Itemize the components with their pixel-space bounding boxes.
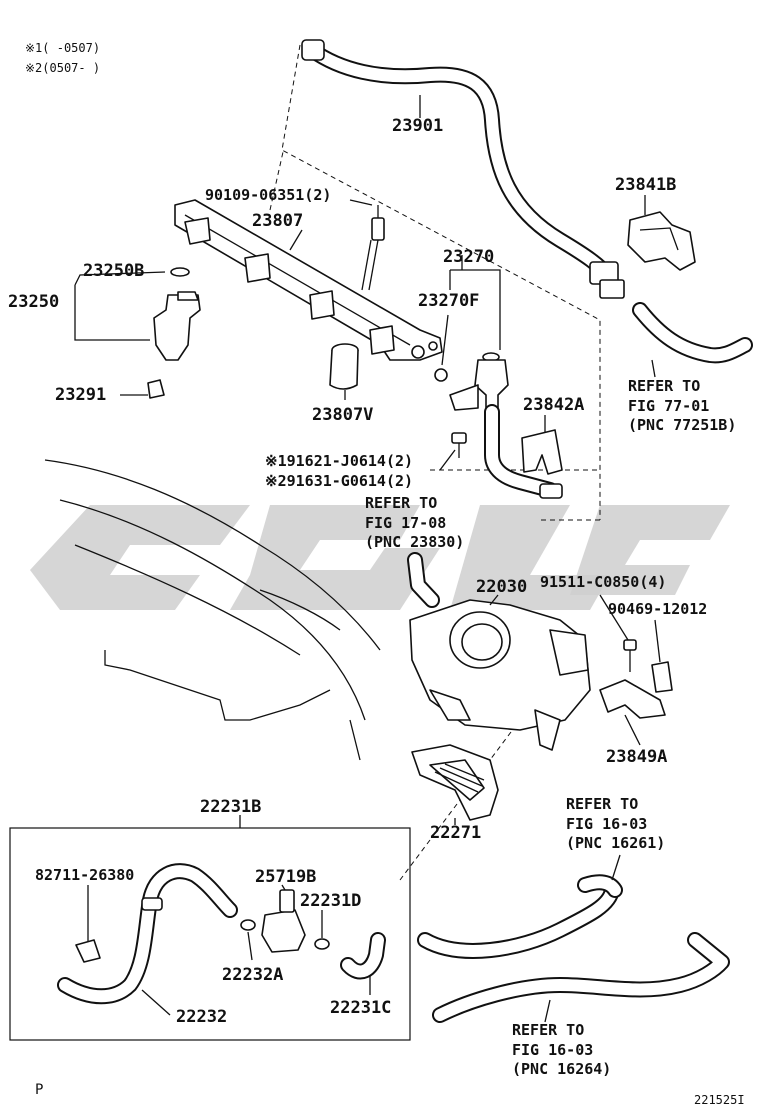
figure-id: 221525I: [694, 1093, 745, 1107]
gasket-22271: [411, 744, 499, 821]
watermark-logo: [30, 505, 730, 610]
throttle-body-22030: [407, 552, 591, 751]
label-90469: 90469-12012: [608, 600, 707, 618]
label-91631: ※291631-G0614(2): [265, 472, 413, 490]
refer-77-line3: (PNC 77251B): [628, 416, 736, 434]
refer-16b-line1: REFER TO: [512, 1021, 584, 1039]
label-82711: 82711-26380: [35, 866, 134, 884]
fuel-tube-77-01: [632, 302, 753, 364]
label-23807V: 23807V: [312, 405, 373, 425]
label-22231D: 22231D: [300, 891, 361, 911]
label-91511: 91511-C0850(4): [540, 573, 666, 591]
label-22030: 22030: [476, 577, 527, 597]
label-22232A: 22232A: [222, 965, 283, 985]
pressure-regulator-23270: [434, 352, 563, 499]
vsv-25719B: [261, 889, 306, 953]
refer-16a-line2: FIG 16-03: [566, 815, 647, 833]
clip-82711: [75, 939, 101, 963]
label-23842A: 23842A: [523, 395, 584, 415]
bolt-91621: [451, 432, 467, 458]
label-22231B: 22231B: [200, 797, 261, 817]
refer-77-line2: FIG 77-01: [628, 397, 709, 415]
refer-17-line2: FIG 17-08: [365, 514, 446, 532]
label-23250: 23250: [8, 292, 59, 312]
clip-23841B: [627, 211, 696, 271]
label-23807: 23807: [252, 211, 303, 231]
label-91621: ※191621-J0614(2): [265, 452, 413, 470]
clamps-22232A: [240, 919, 330, 950]
refer-16b-line2: FIG 16-03: [512, 1041, 593, 1059]
label-23250B: 23250B: [83, 261, 144, 281]
delivery-pipe-23807: [174, 199, 443, 361]
refer-16a-line3: (PNC 16261): [566, 834, 665, 852]
fuel-hose-23901: [301, 39, 625, 299]
leader-lines: [74, 95, 661, 1023]
corner-letter: P: [35, 1082, 43, 1098]
hose-22231C: [340, 932, 386, 980]
engine-outline: [44, 459, 381, 761]
label-23270F: 23270F: [418, 291, 479, 311]
refer-17-line1: REFER TO: [365, 494, 437, 512]
stud-bolt-90109: [361, 205, 385, 291]
label-23270: 23270: [443, 247, 494, 267]
note-2: ※2(0507- ): [25, 61, 100, 75]
clamp-23842A: [521, 429, 563, 475]
label-22271: 22271: [430, 823, 481, 843]
refer-16b-line3: (PNC 16264): [512, 1060, 611, 1078]
refer-77-line1: REFER TO: [628, 377, 700, 395]
bracket-23849A: [599, 639, 673, 719]
label-23291: 23291: [55, 385, 106, 405]
label-22232: 22232: [176, 1007, 227, 1027]
group-box-22231B: [9, 827, 411, 1041]
label-90109: 90109-06351(2): [205, 186, 331, 204]
water-hose-16264: [432, 932, 730, 1023]
water-hose-16261: [417, 874, 623, 959]
label-22231C: 22231C: [330, 998, 391, 1018]
refer-17-line3: (PNC 23830): [365, 533, 464, 551]
note-1: ※1( -0507): [25, 41, 100, 55]
vacuum-hose-22232: [57, 863, 238, 1005]
label-23849A: 23849A: [606, 747, 667, 767]
insulator-23807V: [329, 343, 359, 390]
refer-16a-line1: REFER TO: [566, 795, 638, 813]
label-23901: 23901: [392, 116, 443, 136]
injector-23250: [147, 267, 201, 399]
label-23841B: 23841B: [615, 175, 676, 195]
label-25719B: 25719B: [255, 867, 316, 887]
